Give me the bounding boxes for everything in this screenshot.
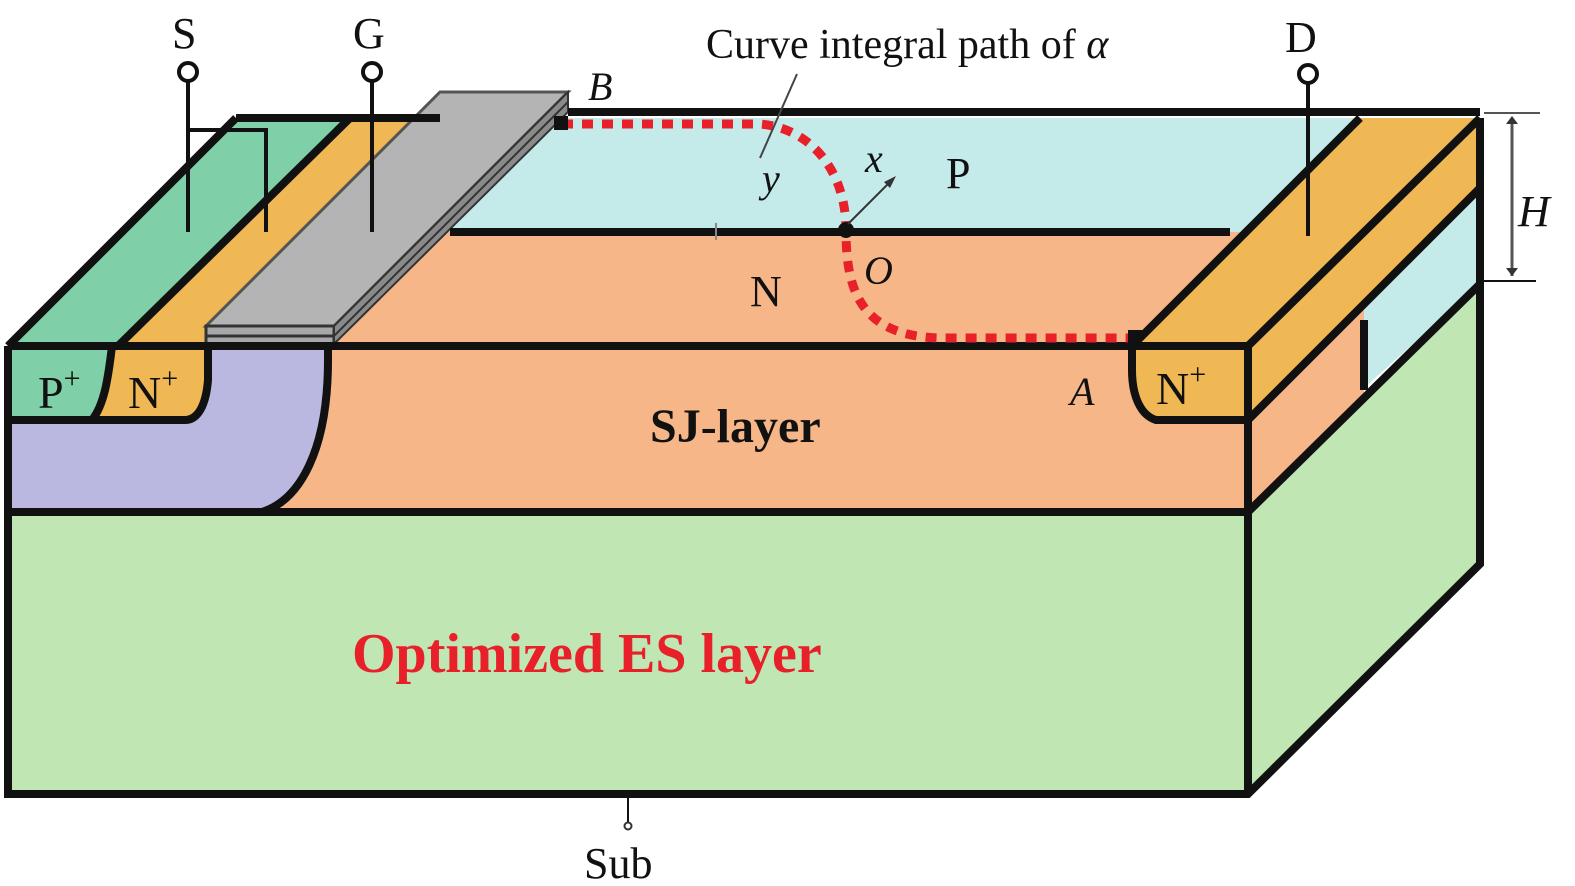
sj-layer-label: SJ-layer: [650, 400, 821, 453]
x-axis-label: x: [864, 136, 883, 181]
origin-label: O: [864, 248, 893, 293]
source-label: S: [172, 9, 196, 58]
point-a-label: A: [1067, 369, 1095, 414]
x-axis-arrowhead: [884, 176, 896, 188]
gate-terminal-icon[interactable]: [361, 61, 383, 83]
drain-label: D: [1285, 13, 1317, 62]
point-b-marker: [554, 116, 568, 130]
p-pillar-top: [236, 118, 1480, 232]
n-plus-source-region: [92, 346, 208, 420]
gate-side-line: [333, 101, 569, 337]
height-label: H: [1517, 187, 1552, 236]
path-label-text: Curve integral path of: [706, 22, 1086, 68]
y-axis-label: y: [758, 156, 780, 201]
n-pillar-top: [120, 232, 1364, 346]
source-terminal-icon[interactable]: [177, 61, 199, 83]
point-a-marker: [1128, 330, 1142, 344]
x-axis-arrow: [847, 181, 891, 225]
gate-contact: [361, 61, 383, 232]
p-plus-label: P+: [38, 362, 81, 418]
origin-marker: [838, 222, 854, 238]
drain-contact: [1297, 63, 1319, 236]
drain-terminal-icon[interactable]: [1297, 63, 1319, 85]
substrate-contact: [623, 796, 633, 831]
point-b-label: B: [588, 64, 612, 109]
es-layer-side: [1248, 284, 1480, 794]
p-pillar-label: P: [946, 149, 970, 198]
n-pillar-label: N: [750, 267, 782, 316]
path-label-symbol: α: [1086, 22, 1109, 68]
n-plus-drain-strip-side: [1248, 118, 1480, 420]
height-dimension: [1484, 112, 1540, 282]
substrate-terminal-icon[interactable]: [623, 821, 633, 831]
path-label-leader: [759, 73, 798, 159]
p-plus-region: [8, 346, 112, 420]
source-contact: [177, 61, 268, 232]
path-label: Curve integral path of α: [706, 22, 1109, 68]
n-plus-drain-region: [1132, 346, 1248, 420]
es-layer-label: Optimized ES layer: [352, 623, 822, 685]
gate-label: G: [353, 9, 385, 58]
n-plus-source-label: N+: [128, 362, 178, 418]
outline-edges: [4, 108, 1484, 798]
es-layer-front: [8, 512, 1248, 794]
substrate-label: Sub: [584, 839, 652, 886]
n-plus-drain-label: N+: [1156, 358, 1206, 414]
